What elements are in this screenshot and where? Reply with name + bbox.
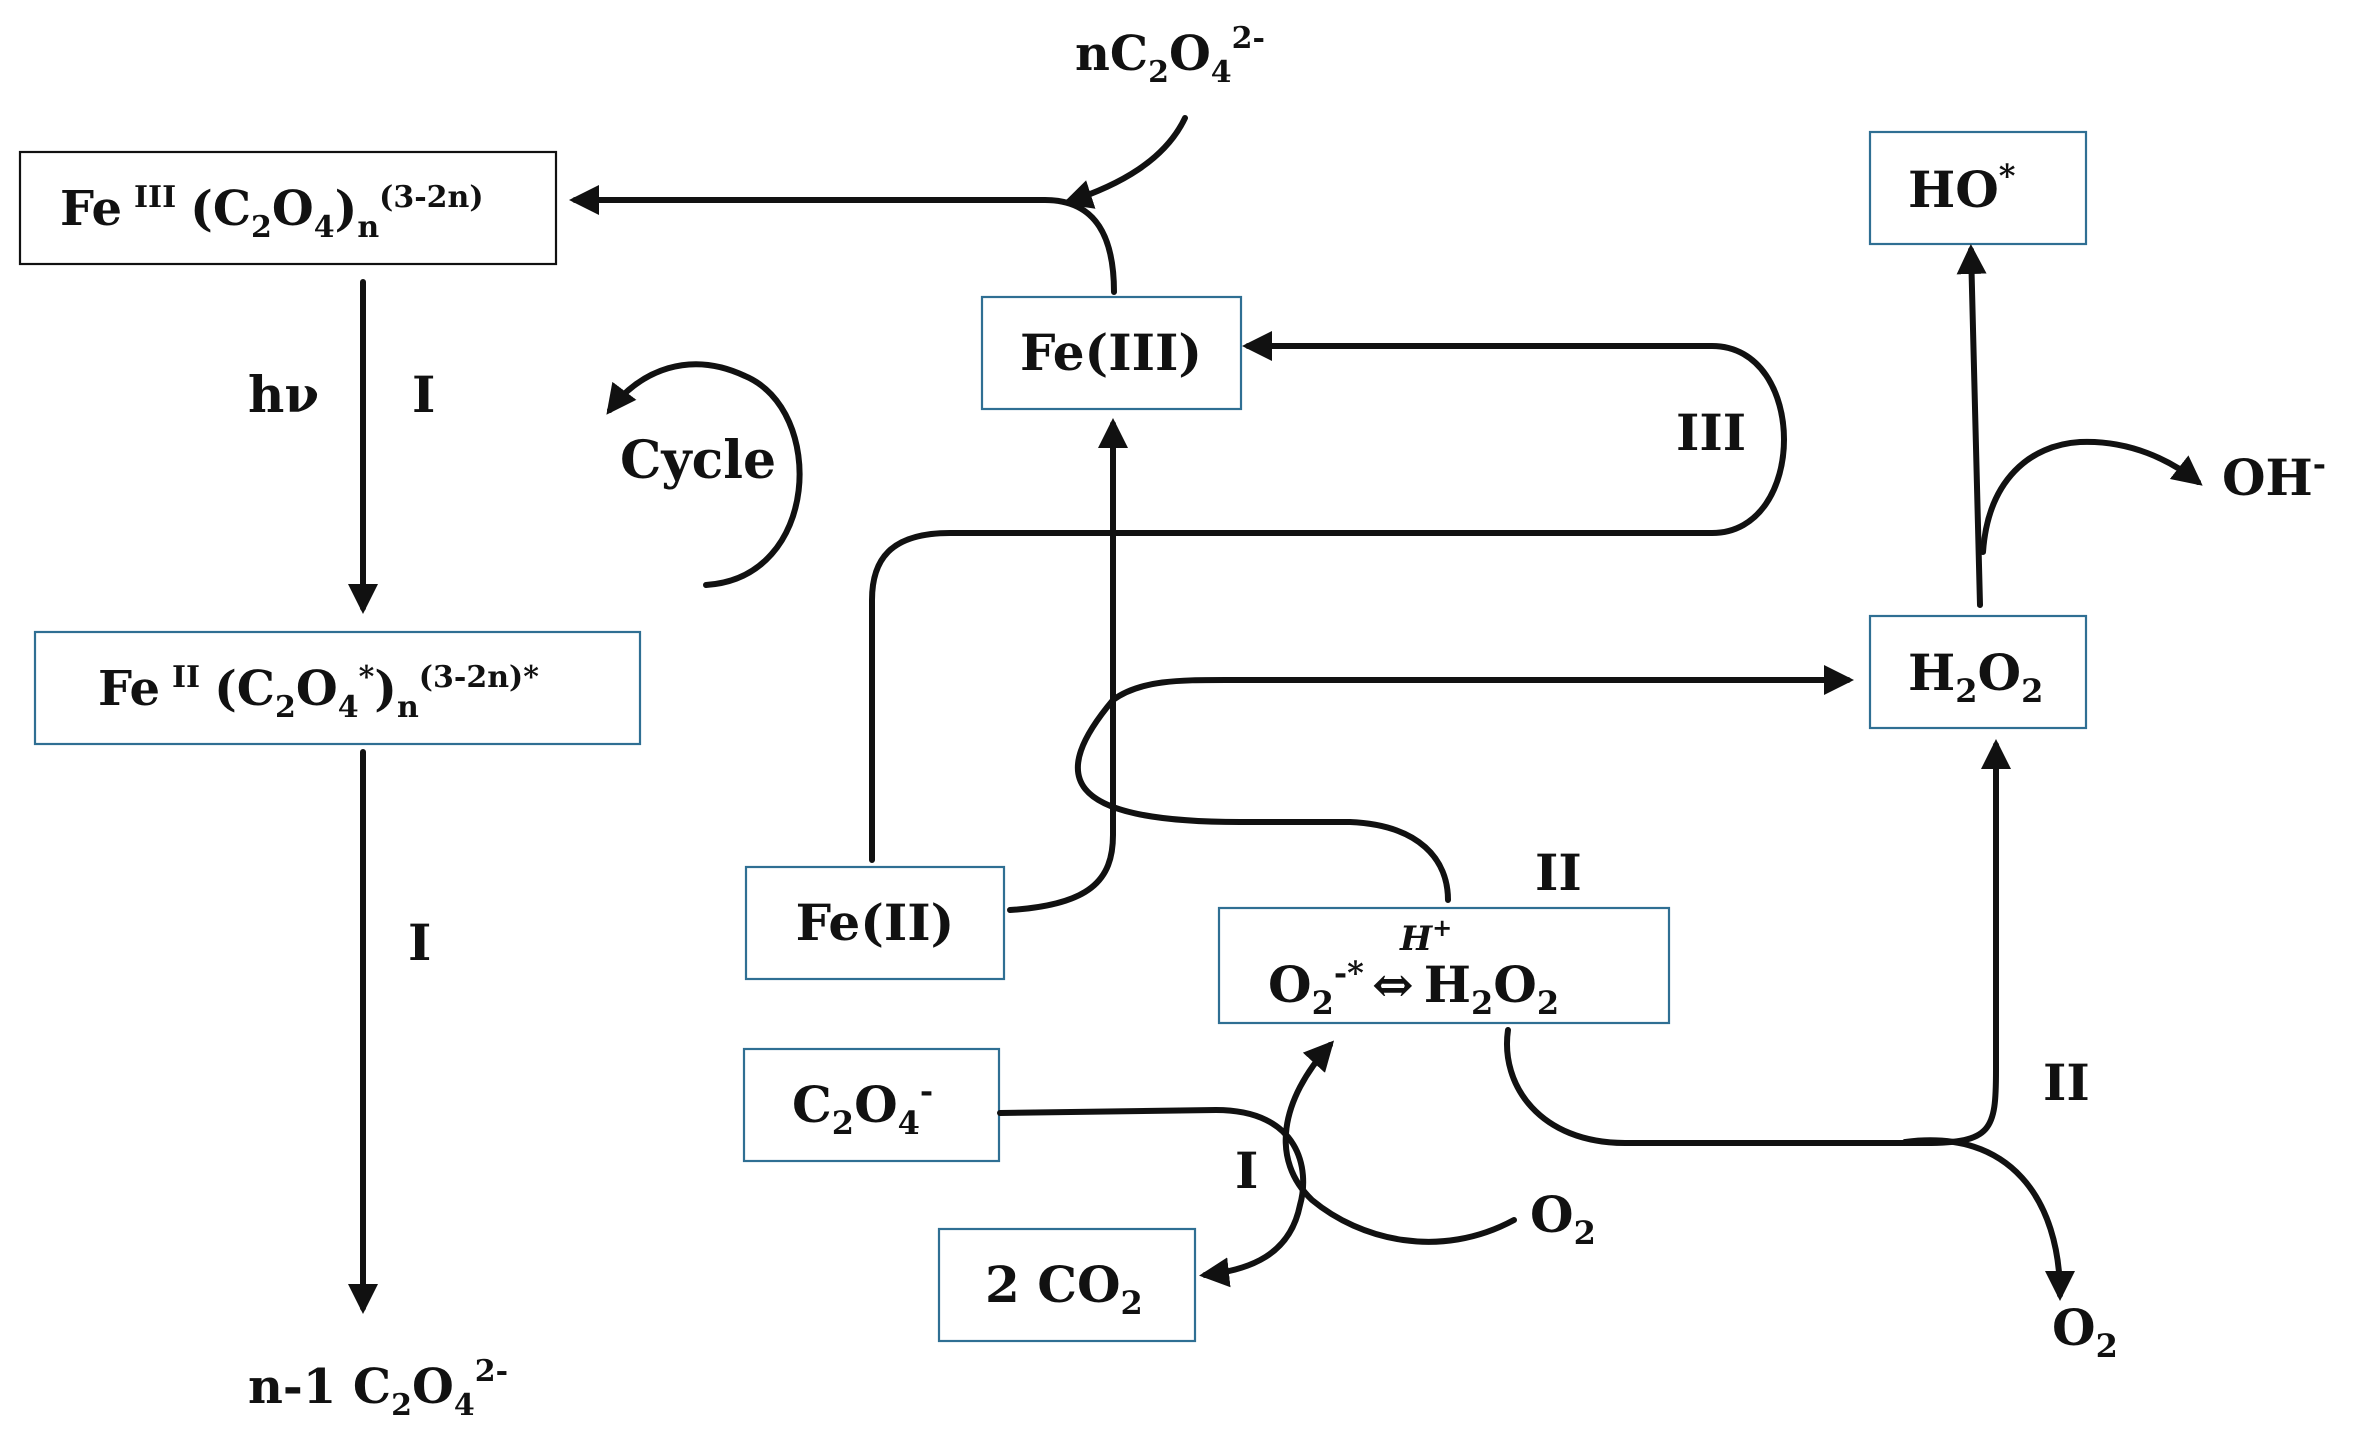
arrow-to-o2-out (1902, 1137, 2075, 1301)
co2-box (937, 1227, 1197, 1343)
arrow-oxalate-to-co2 (997, 1107, 1307, 1288)
arrow-oxalate-join (1062, 115, 1188, 209)
oxalate-in-label: nC2O42- (1075, 21, 1265, 90)
cycle-label: Cycle (620, 430, 776, 491)
arrow-to-oh-minus (1980, 438, 2203, 555)
cycle-arc (606, 361, 803, 588)
h2o2-label: H2O2 (1908, 643, 2043, 710)
oh-minus-label: OH- (2222, 445, 2326, 507)
fe-iii-box (980, 295, 1243, 411)
fe-ii-box (744, 865, 1006, 981)
hv-label: hν (248, 365, 319, 424)
arrow-pathway-iii (869, 331, 1787, 863)
step-iii-label: III (1676, 403, 1746, 462)
step-i-low-label: I (1235, 1141, 1258, 1200)
h2o2-box (1868, 614, 2088, 730)
superoxide-eq-box (1217, 906, 1671, 1025)
arrow-fe3-to-complex (569, 185, 1117, 295)
co2-label: 2 CO2 (985, 1255, 1143, 1322)
o2-output-label: O2 (2052, 1298, 2118, 1365)
ho-radical-label: HO* (1908, 157, 2016, 219)
step-ii-center-label: II (1535, 843, 1582, 902)
ho-radical-box (1868, 130, 2088, 246)
step-i-top-label: I (412, 365, 435, 424)
fe3-complex-box (18, 150, 558, 266)
fe-ii-label: Fe(II) (796, 893, 955, 952)
arrow-superoxide-to-h2o2 (1074, 665, 1854, 903)
catalyst-label: H+ (1399, 913, 1452, 959)
fe-iii-label: Fe(III) (1020, 323, 1202, 382)
superoxide-eq-label: O2-*⇔H2O2 (1268, 954, 1559, 1022)
oxalate-radical-label: C2O4- (792, 1072, 933, 1142)
step-i-mid-label: I (408, 913, 431, 972)
oxalate-radical-box (742, 1047, 1001, 1163)
arrow-o2-to-superoxide (1282, 1040, 1517, 1245)
fe2-complex-box (33, 630, 642, 746)
step-ii-right-label: II (2043, 1053, 2090, 1112)
arrow-superoxide-to-h2o2-right (1504, 739, 2011, 1146)
arrow-fe2-to-fe3 (1007, 418, 1128, 913)
arrow-h2o2-to-ho (1956, 244, 1987, 608)
oxalate-out-label: n-1 C2O42- (248, 1354, 508, 1423)
o2-input-label: O2 (1530, 1185, 1596, 1252)
